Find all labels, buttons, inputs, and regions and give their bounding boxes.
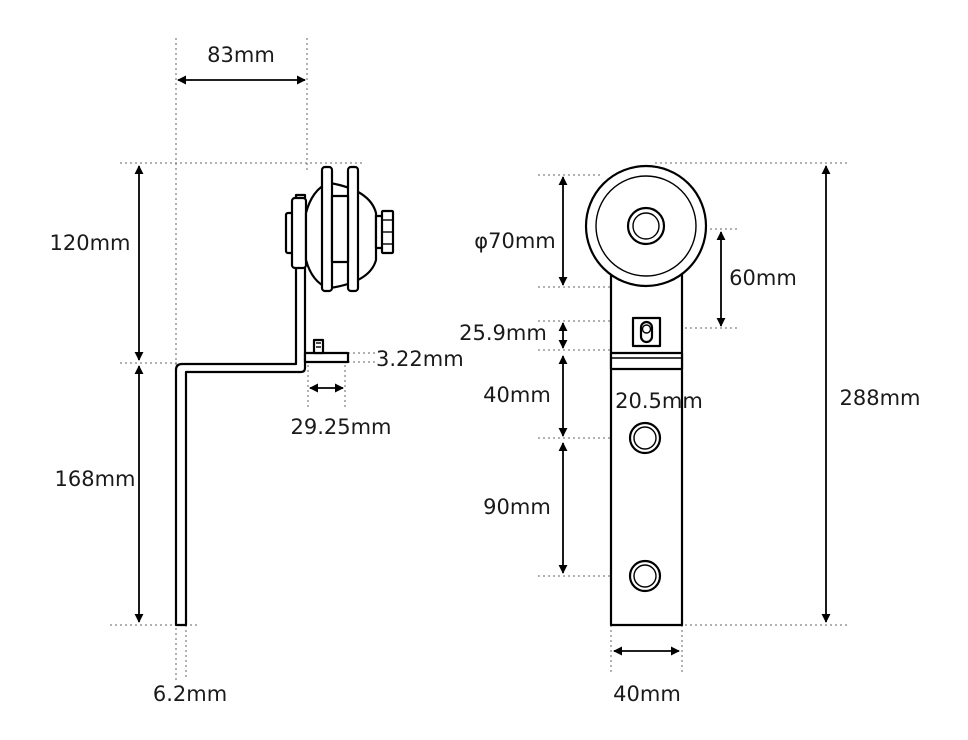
- label-288mm: 288mm: [840, 386, 921, 410]
- label-6-2mm: 6.2mm: [153, 682, 227, 706]
- side-wheel: [284, 165, 395, 293]
- label-60mm: 60mm: [729, 266, 797, 290]
- front-hole-2: [628, 559, 662, 593]
- label-25-9mm: 25.9mm: [459, 321, 547, 345]
- front-slot: [631, 316, 662, 348]
- label-3-22mm: 3.22mm: [376, 347, 464, 371]
- front-hole-1: [628, 421, 662, 455]
- front-wheel: [584, 164, 708, 288]
- label-29-25mm: 29.25mm: [290, 415, 391, 439]
- label-168mm: 168mm: [55, 467, 136, 491]
- label-40mm-horizontal: 40mm: [613, 682, 681, 706]
- label-120mm: 120mm: [50, 231, 131, 255]
- label-phi70mm: φ70mm: [474, 229, 556, 253]
- side-bracket: [174, 193, 307, 627]
- front-bend-band: [609, 351, 684, 371]
- side-bracket-tab: [303, 351, 350, 364]
- label-90mm: 90mm: [483, 495, 551, 519]
- label-83mm: 83mm: [207, 43, 275, 67]
- label-20-5mm: 20.5mm: [615, 389, 703, 413]
- front-view: φ70mm 60mm 25.9mm 20.5mm 40mm 90mm 288mm…: [459, 162, 921, 706]
- label-40mm-vertical: 40mm: [483, 383, 551, 407]
- side-view: 83mm 120mm 168mm 3.22mm 29.25mm 6.2mm: [50, 38, 464, 706]
